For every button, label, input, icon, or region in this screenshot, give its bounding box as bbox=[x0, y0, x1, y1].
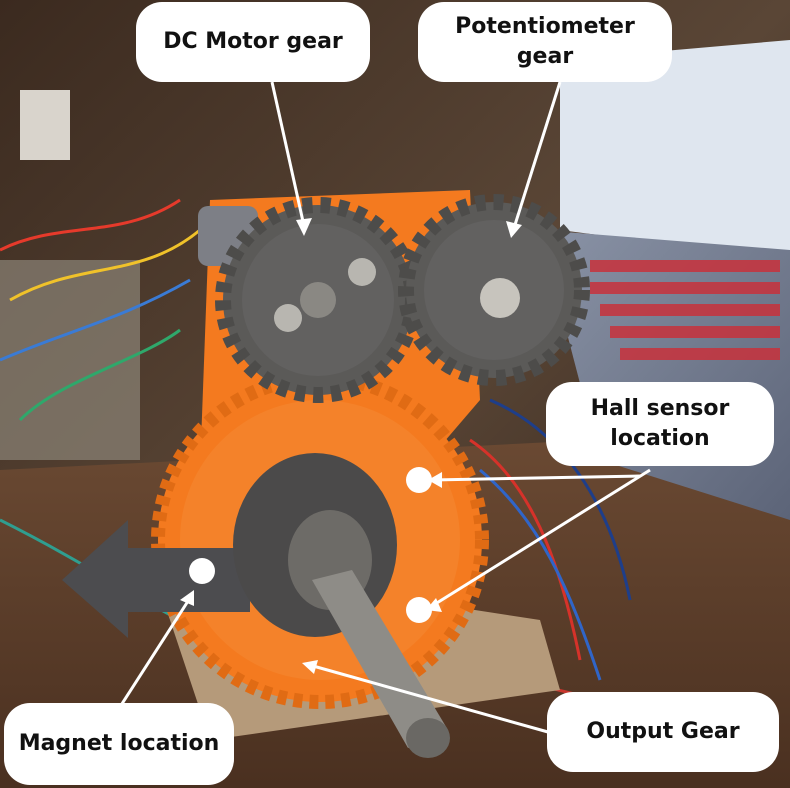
potentiometer-gear-shape bbox=[398, 194, 590, 386]
hall-sensor-location-label: Hall sensor location bbox=[546, 382, 774, 466]
arrow-pointer bbox=[62, 520, 250, 638]
threaded-shaft bbox=[312, 570, 448, 748]
dc-motor-gear-label: DC Motor gear bbox=[136, 2, 370, 82]
laptop-screen bbox=[560, 40, 790, 260]
cup bbox=[20, 90, 70, 160]
laptop-keyboard bbox=[590, 260, 780, 360]
shaft-end bbox=[406, 718, 450, 758]
output-gear-label: Output Gear bbox=[547, 692, 779, 772]
hall-sensor-marker-upper bbox=[406, 467, 432, 493]
potentiometer-gear-label: Potentiometer gear bbox=[418, 2, 672, 82]
callout-arrows bbox=[116, 81, 651, 734]
breadboard bbox=[0, 260, 140, 460]
magnet-marker bbox=[189, 558, 215, 584]
dc-motor-gear-shape bbox=[215, 197, 421, 403]
hall-sensor-marker-lower bbox=[406, 597, 432, 623]
magnet-location-label: Magnet location bbox=[4, 703, 234, 785]
